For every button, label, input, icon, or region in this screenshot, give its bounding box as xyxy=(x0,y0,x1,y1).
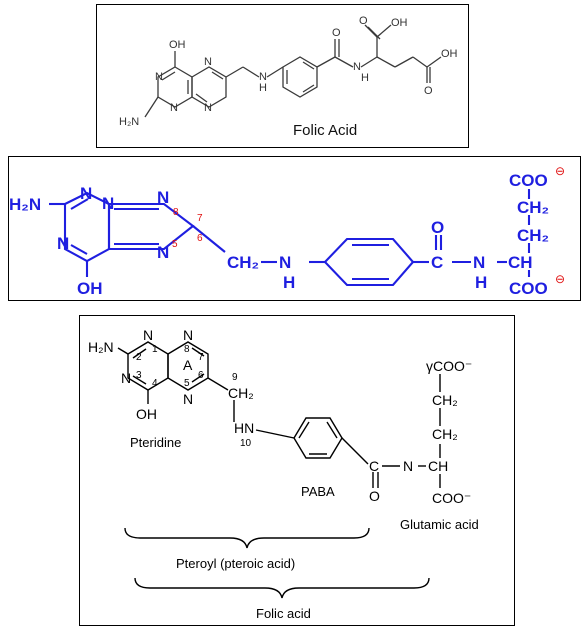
p2-charge-label: ⊖ xyxy=(555,164,565,178)
p2-n-label: N xyxy=(80,184,92,203)
folic-acid-annotated-structure: H₂N N N N N OH CH₂ HN C O N CH CH₂ CH₂ γ… xyxy=(88,327,479,621)
p1-oh-label: OH xyxy=(391,17,408,29)
p3-number-6: 6 xyxy=(198,370,204,381)
p2-ring-number-5: 5 xyxy=(172,239,178,250)
p3-number-10: 10 xyxy=(240,438,252,449)
p1-o-label: O xyxy=(332,27,341,39)
p3-coo-label: COO⁻ xyxy=(432,490,471,506)
p3-n8-label: N xyxy=(183,327,193,343)
p2-ch-label: CH xyxy=(508,253,533,272)
p2-ch2-label: CH₂ xyxy=(517,198,549,217)
p3-n5-label: N xyxy=(183,391,193,407)
p1-o-label: O xyxy=(359,15,368,27)
p3-hn-label: HN xyxy=(234,420,254,436)
folic-acid-annotated-panel: H₂N N N N N OH CH₂ HN C O N CH CH₂ CH₂ γ… xyxy=(79,315,515,626)
folate-anion-structure: H₂N N N N N N OH CH₂ N H O C N H CH CH₂ … xyxy=(9,164,565,298)
p2-h-label: H xyxy=(475,273,487,292)
p1-oh-label: OH xyxy=(169,39,186,51)
p1-n-label: N xyxy=(155,71,163,83)
p3-folic-label: Folic acid xyxy=(256,606,311,621)
p3-n1-label: N xyxy=(143,327,153,343)
p3-number-5: 5 xyxy=(184,378,190,389)
p3-n3-label: N xyxy=(121,370,131,386)
p3-number-9: 9 xyxy=(232,372,238,383)
folic-acid-skeletal-structure: OH N N N N H₂N N H O N H O OH O OH Folic… xyxy=(119,15,458,139)
p1-nh2-label: H₂N xyxy=(119,116,139,128)
p2-n-label: N xyxy=(157,243,169,262)
p3-number-8: 8 xyxy=(184,344,190,355)
p3-number-1: 1 xyxy=(152,344,158,355)
p2-n-amine-label: N xyxy=(279,253,291,272)
p3-n-label: N xyxy=(403,458,413,474)
p1-h-label: H xyxy=(361,72,369,84)
p3-pteridine-label: Pteridine xyxy=(130,435,181,450)
p3-oh-label: OH xyxy=(136,406,157,422)
p2-coo-label: COO xyxy=(509,171,548,190)
p3-glutamic-label: Glutamic acid xyxy=(400,517,479,532)
p1-n-label: N xyxy=(204,102,212,114)
p3-ring-a-label: A xyxy=(183,357,193,373)
folate-anion-panel: H₂N N N N N N OH CH₂ N H O C N H CH CH₂ … xyxy=(8,156,581,301)
p3-ch2-label: CH₂ xyxy=(432,426,458,442)
p2-oh-label: OH xyxy=(77,279,103,298)
p1-n-label: N xyxy=(204,56,212,68)
p1-n-label: N xyxy=(170,102,178,114)
p2-c-label: C xyxy=(431,253,443,272)
p2-n-label: N xyxy=(57,234,69,253)
p3-pteroyl-label: Pteroyl (pteroic acid) xyxy=(176,556,295,571)
p2-ring-number-7: 7 xyxy=(197,213,203,224)
p2-n-label: N xyxy=(102,194,114,213)
p3-number-7: 7 xyxy=(198,352,204,363)
p3-number-4: 4 xyxy=(152,378,158,389)
p2-coo-label: COO xyxy=(509,279,548,298)
p1-nh-label: N xyxy=(259,71,267,83)
p1-o-label: O xyxy=(424,85,433,97)
p3-ch-label: CH xyxy=(428,458,448,474)
p3-number-3: 3 xyxy=(136,370,142,381)
p1-oh-label: OH xyxy=(441,48,458,60)
p3-c-label: C xyxy=(369,458,379,474)
p3-ch2-label: CH₂ xyxy=(432,392,458,408)
p2-ring-number-6: 6 xyxy=(197,233,203,244)
p1-caption: Folic Acid xyxy=(293,122,357,139)
p3-o-label: O xyxy=(369,488,380,504)
p3-ch2-label: CH₂ xyxy=(228,385,254,401)
p2-o-label: O xyxy=(431,218,444,237)
p2-ch2-label: CH₂ xyxy=(517,226,549,245)
p1-h-label: H xyxy=(259,82,267,94)
p2-ch2-label: CH₂ xyxy=(227,253,259,272)
p3-number-2: 2 xyxy=(136,352,142,363)
p2-h2n-label: H₂N xyxy=(9,195,41,214)
p2-n-label: N xyxy=(157,188,169,207)
p3-h2n-label: H₂N xyxy=(88,339,114,355)
folic-acid-skeletal-panel: OH N N N N H₂N N H O N H O OH O OH Folic… xyxy=(96,4,469,148)
p2-ring-number-8: 8 xyxy=(173,207,179,218)
p3-paba-label: PABA xyxy=(301,484,335,499)
p3-gamma-coo-label: γCOO⁻ xyxy=(426,358,472,374)
p1-n-label: N xyxy=(353,61,361,73)
p2-h-label: H xyxy=(283,273,295,292)
p2-n-label: N xyxy=(473,253,485,272)
p2-charge-label: ⊖ xyxy=(555,272,565,286)
